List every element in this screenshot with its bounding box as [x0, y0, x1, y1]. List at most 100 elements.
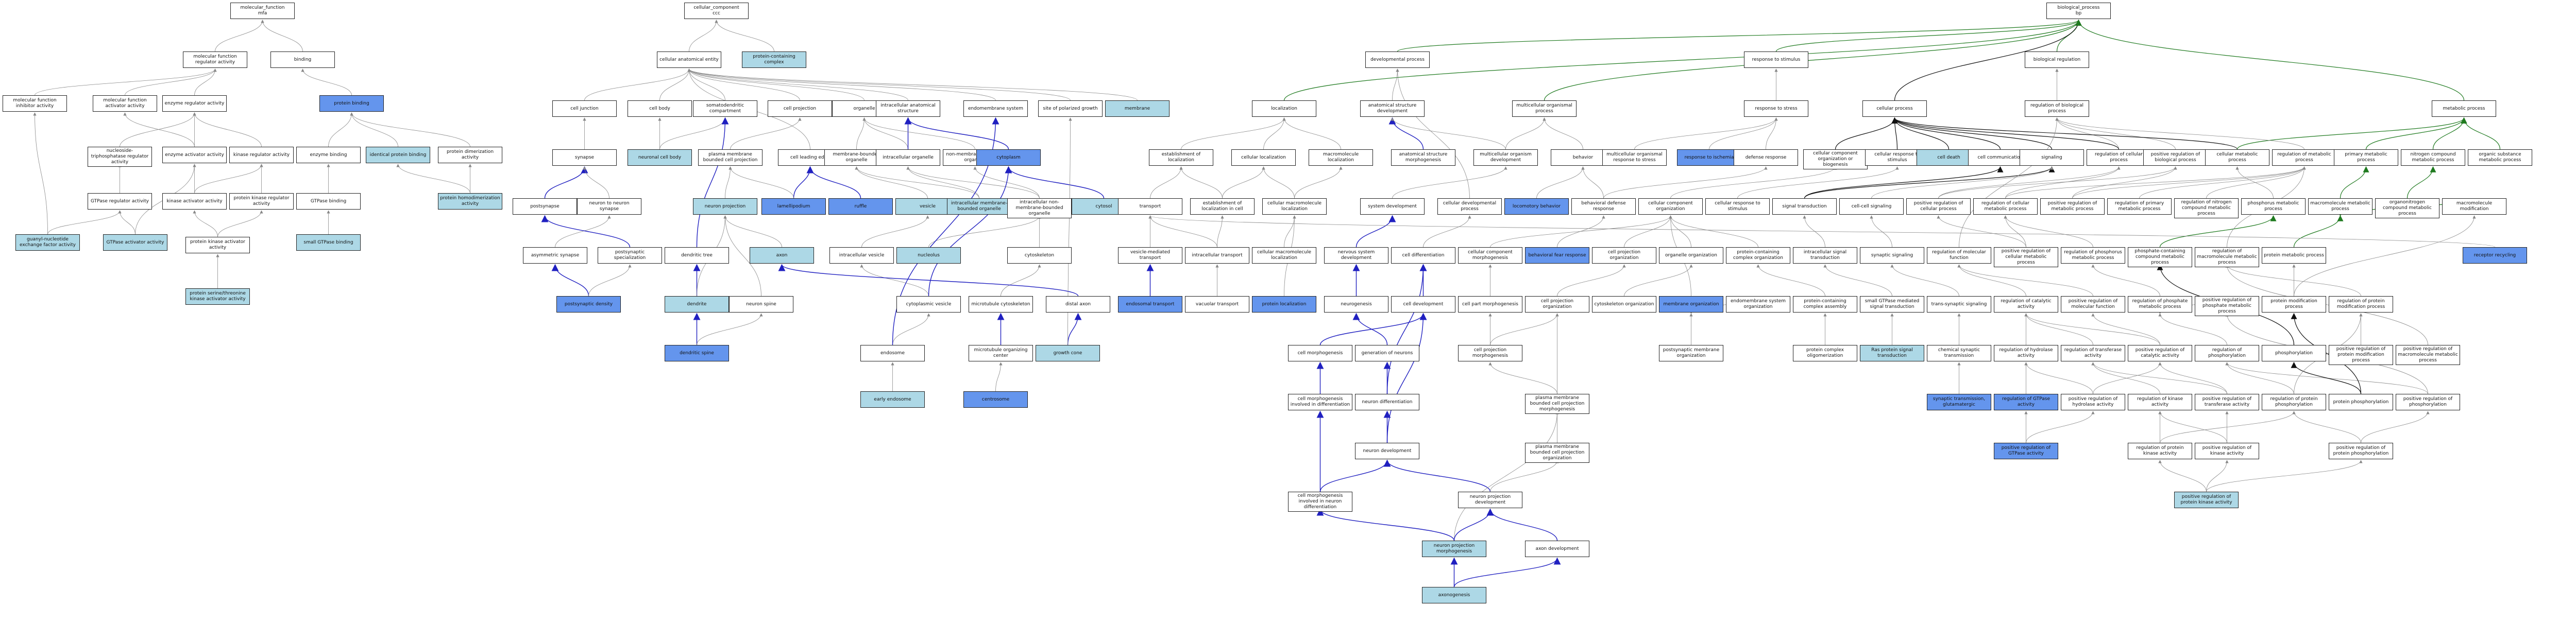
- go-term-node-estloc: establishment of localization: [1149, 149, 1213, 166]
- edge-eaa-to-mfaa: [123, 112, 195, 147]
- go-term-node-metab: metabolic process: [2432, 100, 2496, 117]
- edge-behdef-to-defr: [1603, 166, 1768, 199]
- edge-ppp-to-phosph: [2291, 361, 2362, 394]
- edge-axdev-to-nprojdev: [1486, 508, 1558, 541]
- go-term-node-imbo: intracellular membrane-bounded organelle: [947, 198, 1011, 215]
- edge-imbo-to-io: [906, 166, 979, 199]
- go-term-node-sgtpb: small GTPase binding: [296, 234, 361, 251]
- edge-ncb-to-scd: [659, 117, 727, 150]
- edge-prmf-to-rmfa: [1957, 264, 2093, 297]
- go-term-node-endosorg: endomembrane system organization: [1726, 296, 1790, 313]
- go-term-node-pccasm: protein-containing complex assembly: [1793, 296, 1857, 313]
- go-term-node-ccmorph: cellular component morphogenesis: [1458, 247, 1522, 264]
- go-term-node-cmnd: cell morphogenesis involved in different…: [1288, 394, 1352, 410]
- edge-rkin-to-rtransf: [2091, 362, 2160, 394]
- go-term-node-ccc: cellular_component ccc: [684, 3, 749, 19]
- go-term-node-cpo: cell projection organization: [1592, 247, 1656, 264]
- edge-psd-to-asyn: [551, 264, 589, 297]
- edge-gnef-to-mfia: [33, 112, 48, 235]
- edge-pccasm-to-pcco: [1756, 264, 1825, 297]
- go-term-node-prpphos: positive regulation of protein phosphory…: [2329, 443, 2393, 459]
- edge-cprojm-to-cpoorg: [1490, 313, 1559, 345]
- edge-prpk-to-prkin: [2206, 460, 2229, 492]
- edge-ivs-to-ves: [861, 215, 929, 248]
- edge-distax-to-axon: [778, 264, 1079, 297]
- edge-sigtrans-to-signal: [1804, 166, 2055, 199]
- edge-rcp-to-rbp: [2055, 117, 2119, 150]
- go-term-node-prcat: positive regulation of catalytic activit…: [2128, 345, 2192, 361]
- edge-prpphos-to-prphos: [2361, 411, 2430, 443]
- go-term-node-prmmp: positive regulation of macromolecule met…: [2396, 345, 2460, 365]
- edge-cmmloc-to-mmloc: [1294, 166, 1343, 199]
- edge-pmbcp-to-cp: [730, 117, 802, 150]
- edge-asmorph-to-asdev: [1388, 117, 1424, 150]
- edge-estlocc-to-estloc: [1179, 166, 1223, 199]
- edge-kra-to-era: [193, 112, 262, 147]
- edge-rcat-to-rmfa: [1957, 264, 2026, 297]
- go-term-node-axgen: axonogenesis: [1422, 587, 1486, 603]
- edge-psd-to-psspec: [588, 264, 632, 297]
- go-term-node-sysdev: system development: [1360, 198, 1425, 215]
- edge-gtpaa-to-gtpra: [118, 210, 135, 235]
- edge-ns-to-np: [723, 215, 761, 297]
- go-term-node-dend: dendrite: [665, 296, 729, 313]
- go-term-node-chemsyn: chemical synaptic transmission: [1927, 345, 1991, 361]
- edge-axon-to-np: [723, 215, 782, 248]
- go-term-node-rphos: regulation of phosphorylation: [2195, 345, 2259, 361]
- go-term-node-rgtp: regulation of GTPase activity: [1994, 394, 2058, 410]
- edge-cb-to-cae: [659, 68, 691, 101]
- go-term-node-pcp: positive regulation of cellular process: [1906, 198, 1971, 215]
- go-term-node-ndiff: neuron differentiation: [1355, 394, 1419, 410]
- go-term-node-cj: cell junction: [552, 100, 617, 117]
- edge-cmp-to-cellproc: [1891, 117, 2238, 150]
- edge-prpk-to-prpphos: [2206, 460, 2363, 492]
- go-term-node-rtstress: response to stress: [1744, 100, 1808, 117]
- go-term-node-io: intracellular organelle: [876, 149, 940, 166]
- edge-macromp-to-pmp: [2340, 166, 2369, 199]
- go-term-node-sgtpsig: small GTPase mediated signal transductio…: [1860, 296, 1924, 313]
- go-term-node-ncb: neuronal cell body: [628, 149, 692, 166]
- go-term-node-centro: centrosome: [963, 391, 1028, 408]
- edge-sigtrans-to-ccomm: [1804, 166, 2004, 199]
- go-term-node-ccob: cellular component organization or bioge…: [1803, 149, 1868, 169]
- edge-nmbo-to-org: [862, 117, 975, 150]
- go-term-node-mod: multicellular organism development: [1473, 149, 1538, 166]
- go-term-node-ccorg: cellular component organization: [1638, 198, 1703, 215]
- edge-dt-to-scd: [696, 117, 729, 248]
- go-term-node-endo: endosome: [860, 345, 925, 361]
- edge-psyn-to-syn: [544, 166, 588, 199]
- edge-psmp-to-cmp: [2235, 166, 2274, 199]
- edge-ivt-to-estlocc: [1217, 215, 1224, 248]
- edge-estloc-to-local: [1181, 117, 1286, 150]
- go-term-node-memorg: membrane organization: [1659, 296, 1723, 313]
- go-term-node-kra: kinase regulator activity: [229, 147, 294, 163]
- edge-pda-to-protbind: [350, 112, 470, 147]
- go-term-node-rpmp: regulation of primary metabolic process: [2107, 198, 2172, 215]
- edge-ccsig-to-signal: [1871, 166, 2054, 199]
- edge-rcmp-to-rmp: [2005, 166, 2306, 199]
- edge-cmp-to-metab: [2236, 117, 2467, 150]
- go-term-node-cae: cellular anatomical entity: [657, 51, 721, 68]
- edge-rpmp-to-rmp: [2139, 166, 2306, 199]
- edge-prpphos-to-rprphos: [2292, 411, 2361, 443]
- go-term-node-inmbo: intracellular non-membrane-bounded organ…: [1007, 198, 1072, 218]
- go-term-node-prpmod: positive regulation of protein modificat…: [2329, 345, 2393, 365]
- go-term-node-psd: postsynaptic density: [556, 296, 621, 313]
- edge-cae-to-ccc: [689, 20, 718, 52]
- edge-rtransf-to-rcat: [2024, 313, 2093, 345]
- edge-ias-to-cae: [687, 68, 908, 101]
- go-term-node-pmp: primary metabolic process: [2334, 149, 2398, 166]
- edge-behav-to-mop: [1543, 117, 1583, 150]
- go-term-node-pcc: protein-containing complex: [742, 51, 806, 68]
- edge-defr-to-rtstress: [1766, 117, 1778, 150]
- go-term-node-gnef: guanyl-nucleotide exchange factor activi…: [15, 234, 80, 251]
- go-term-node-nprojm: neuron projection morphogenesis: [1422, 541, 1486, 557]
- go-term-node-vmt: vesicle-mediated transport: [1118, 247, 1182, 264]
- go-term-node-sigtrans: signal transduction: [1772, 198, 1837, 215]
- edge-nprojdev-to-pmbcpm2: [1490, 460, 1559, 492]
- edge-transport-to-estloc: [1150, 166, 1183, 199]
- edge-rprphos-to-rphos: [2225, 362, 2294, 394]
- go-term-node-cpmorph: cell part morphogenesis: [1458, 296, 1522, 313]
- go-term-node-isig: intracellular signal transduction: [1793, 247, 1857, 264]
